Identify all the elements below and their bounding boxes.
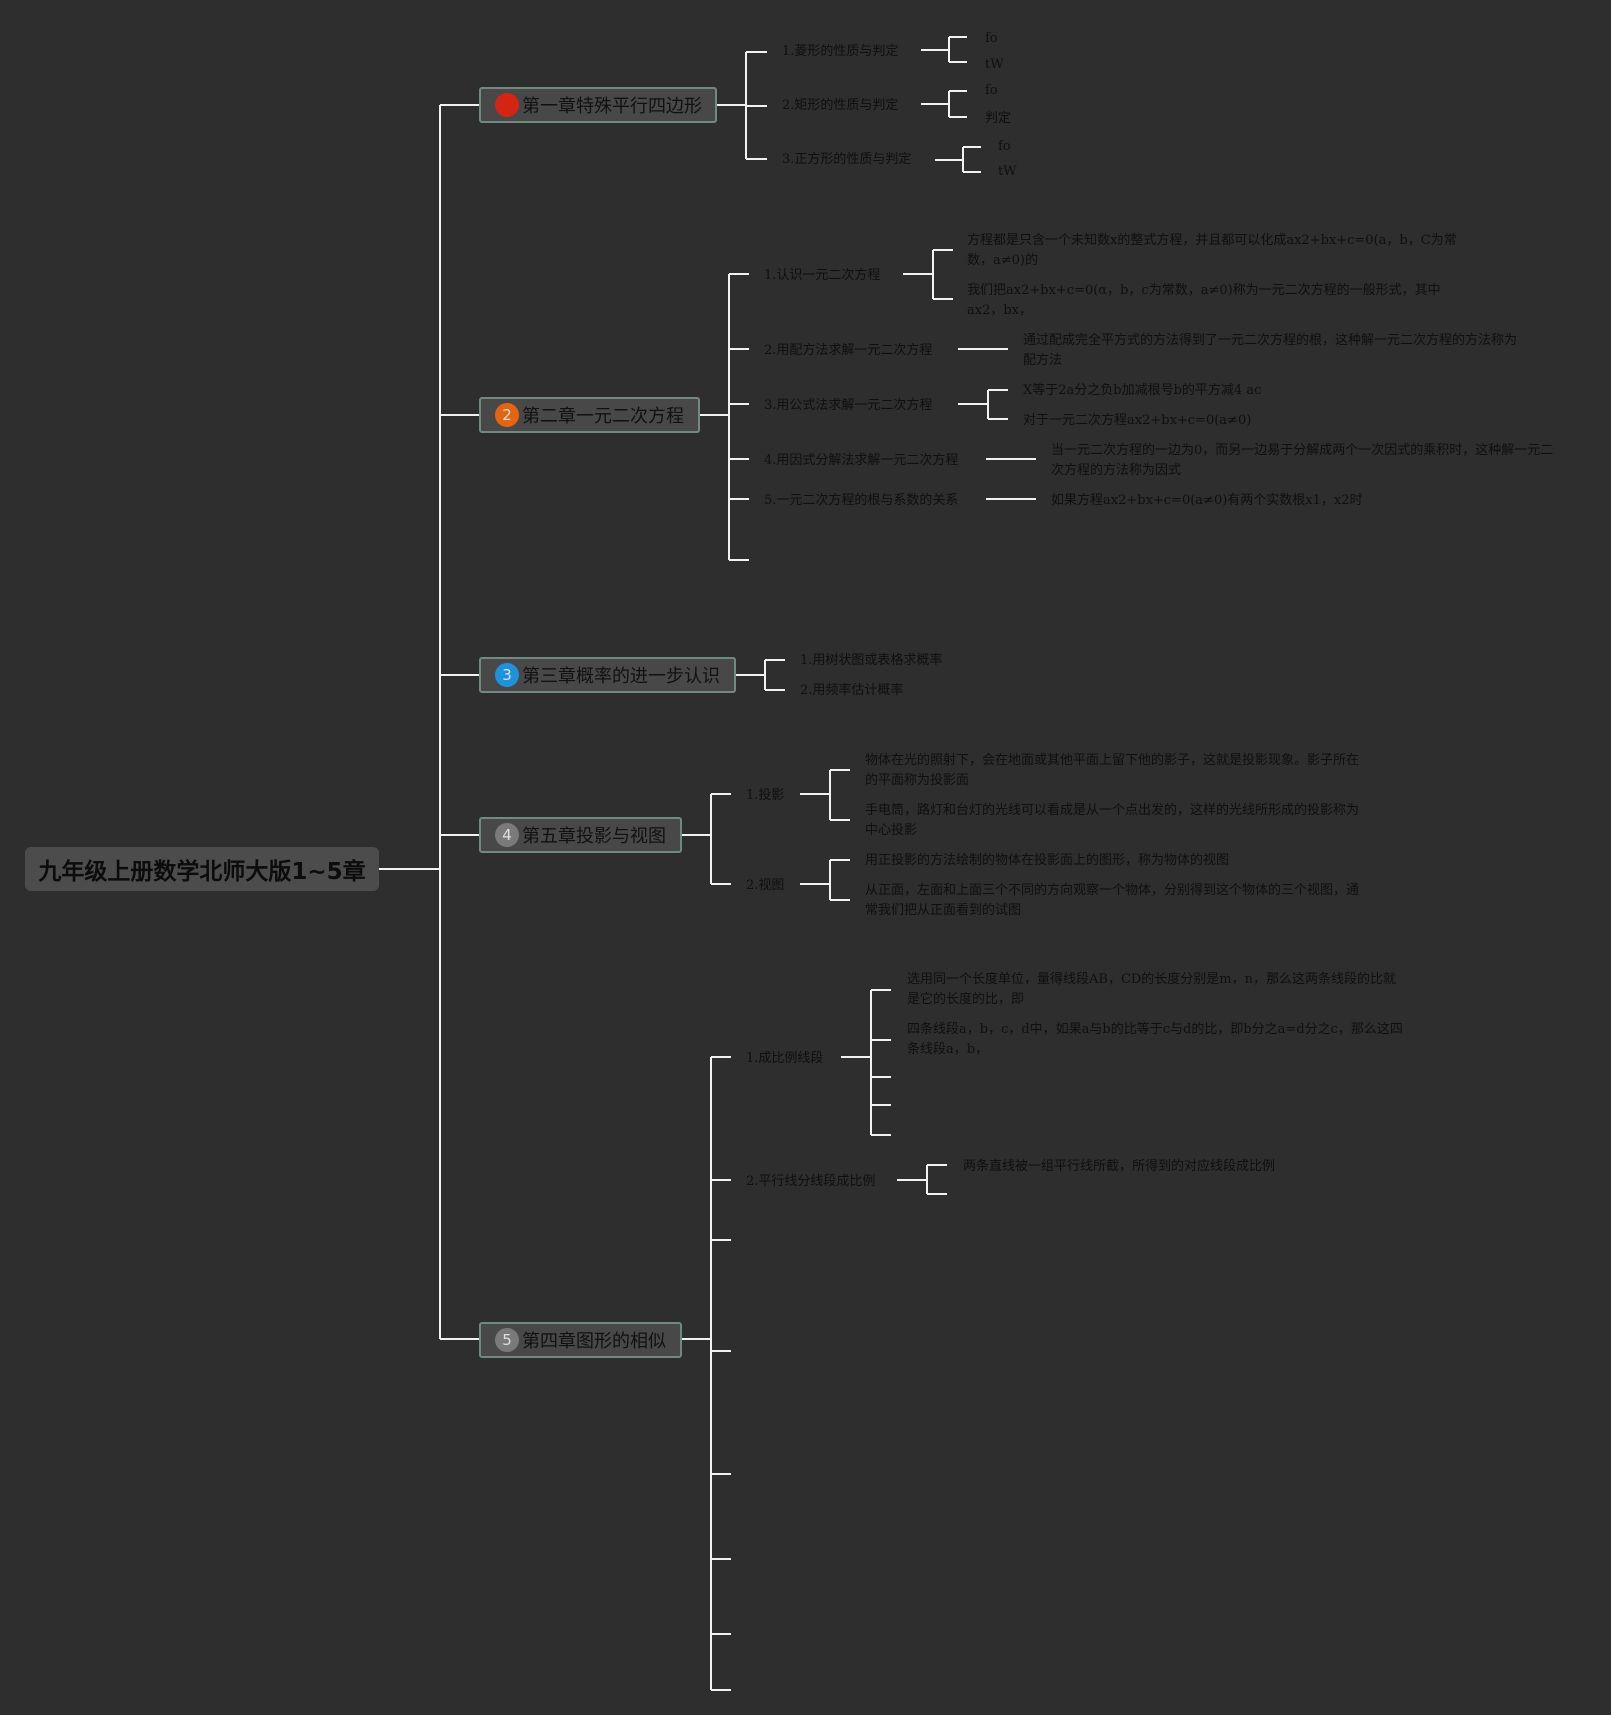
chapter-4-node[interactable]: 4 第五章投影与视图 <box>479 817 682 853</box>
leaf-4-2-2[interactable]: 从正面，左面和上面三个不同的方向观察一个物体，分别得到这个物体的三个视图，通常我… <box>865 883 1360 918</box>
topic-1-1[interactable]: 1.菱形的性质与判定 <box>782 44 899 59</box>
leaf-1-1-2[interactable]: tW <box>985 57 1004 72</box>
leaf-2-3-2[interactable]: 对于一元二次方程ax2+bx+c=0(a≠0) <box>1023 413 1252 428</box>
chapter-1-title: 第一章特殊平行四边形 <box>522 96 702 117</box>
chapter-2-title: 第二章一元二次方程 <box>522 406 684 427</box>
leaf-4-1-1[interactable]: 物体在光的照射下，会在地面或其他平面上留下他的影子，这就是投影现象。影子所在的平… <box>865 753 1360 788</box>
root-topic[interactable]: 九年级上册数学北师大版1~5章 <box>25 847 379 891</box>
topic-2-5[interactable]: 5.一元二次方程的根与系数的关系 <box>764 493 959 508</box>
leaf-4-2-1[interactable]: 用正投影的方法绘制的物体在投影面上的图形，称为物体的视图 <box>865 853 1230 868</box>
topic-2-4[interactable]: 4.用因式分解法求解一元二次方程 <box>764 453 959 468</box>
topic-5-2[interactable]: 2.平行线分线段成比例 <box>746 1174 876 1189</box>
leaf-1-1-1[interactable]: fo <box>985 31 998 46</box>
topic-2-1[interactable]: 1.认识一元二次方程 <box>764 268 881 283</box>
leaf-2-4-1[interactable]: 当一元二次方程的一边为0，而另一边易于分解成两个一次因式的乘积时，这种解一元二次… <box>1051 443 1554 478</box>
chapter-badge-icon: 5 <box>495 1328 519 1352</box>
leaf-2-2-1[interactable]: 通过配成完全平方式的方法得到了一元二次方程的根，这种解一元二次方程的方法称为配方… <box>1023 333 1518 368</box>
topic-1-3[interactable]: 3.正方形的性质与判定 <box>782 152 912 167</box>
topic-2-2[interactable]: 2.用配方法求解一元二次方程 <box>764 343 933 358</box>
chapter-3-node[interactable]: 3 第三章概率的进一步认识 <box>479 657 736 693</box>
topic-3-2[interactable]: 2.用频率估计概率 <box>800 683 904 698</box>
chapter-1-node[interactable]: 第一章特殊平行四边形 <box>479 87 717 123</box>
leaf-2-5-1[interactable]: 如果方程ax2+bx+c=0(a≠0)有两个实数根x1，x2时 <box>1051 493 1363 508</box>
leaf-2-3-1[interactable]: X等于2a分之负b加减根号b的平方减4 ac <box>1023 383 1262 398</box>
leaf-1-3-2[interactable]: tW <box>998 164 1017 179</box>
chapter-3-title: 第三章概率的进一步认识 <box>522 666 720 687</box>
chapter-5-title: 第四章图形的相似 <box>522 1331 666 1352</box>
leaf-1-3-1[interactable]: fo <box>998 139 1011 154</box>
topic-4-1[interactable]: 1.投影 <box>746 788 785 803</box>
leaf-2-1-1[interactable]: 方程都是只含一个未知数x的整式方程，并且都可以化成ax2+bx+c=0(a，b，… <box>967 233 1457 268</box>
leaf-4-1-2[interactable]: 手电筒，路灯和台灯的光线可以看成是从一个点出发的，这样的光线所形成的投影称为中心… <box>865 803 1360 838</box>
root-topic-label: 九年级上册数学北师大版1~5章 <box>38 859 366 885</box>
chapter-badge-icon <box>495 93 519 117</box>
chapter-badge-icon: 3 <box>495 663 519 687</box>
chapter-badge-icon: 4 <box>495 823 519 847</box>
leaf-1-2-2[interactable]: 判定 <box>985 111 1012 126</box>
chapter-5-node[interactable]: 5 第四章图形的相似 <box>479 1322 682 1358</box>
chapter-badge-icon: 2 <box>495 403 519 427</box>
leaf-5-1-1[interactable]: 选用同一个长度单位，量得线段AB，CD的长度分别是m，n，那么这两条线段的比就是… <box>907 972 1397 1007</box>
chapter-4-title: 第五章投影与视图 <box>522 826 666 847</box>
leaf-2-1-2[interactable]: 我们把ax2+bx+c=0(α，b，c为常数，a≠0)称为一元二次方程的一般形式… <box>967 283 1441 318</box>
leaf-5-2-1[interactable]: 两条直线被一组平行线所截，所得到的对应线段成比例 <box>963 1159 1276 1174</box>
topic-5-1[interactable]: 1.成比例线段 <box>746 1051 824 1066</box>
topic-2-3[interactable]: 3.用公式法求解一元二次方程 <box>764 398 933 413</box>
topic-3-1[interactable]: 1.用树状图或表格求概率 <box>800 653 943 668</box>
leaf-5-1-2[interactable]: 四条线段a，b，c，d中，如果a与b的比等于c与d的比，即b分之a=d分之c，那… <box>907 1022 1403 1057</box>
chapter-2-node[interactable]: 2 第二章一元二次方程 <box>479 397 700 433</box>
leaf-1-2-1[interactable]: fo <box>985 83 998 98</box>
topic-1-2[interactable]: 2.矩形的性质与判定 <box>782 98 899 113</box>
topic-4-2[interactable]: 2.视图 <box>746 878 785 893</box>
